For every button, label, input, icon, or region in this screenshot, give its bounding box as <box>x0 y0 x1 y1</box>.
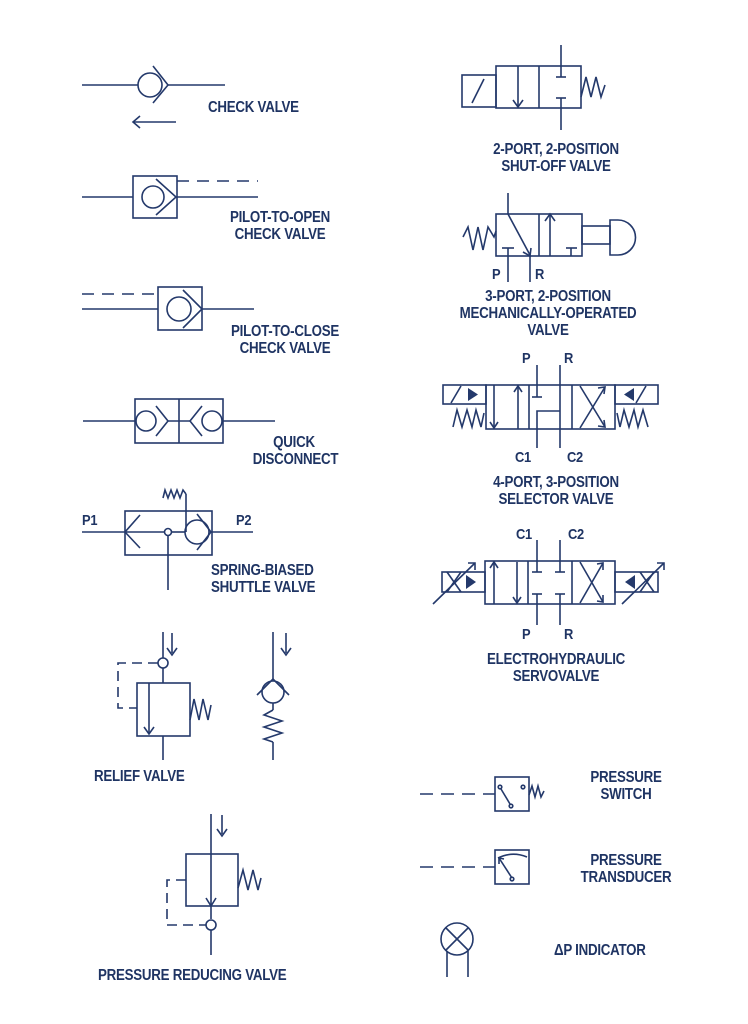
port-label-r: R <box>535 266 545 283</box>
pressure-switch-icon <box>420 776 545 812</box>
3-port-2-position-mechanically-operated-valve-icon <box>462 193 637 282</box>
electrohydraulic-servovalve-label: ELECTROHYDRAULIC SERVOVALVE <box>479 651 634 685</box>
port-label-p: P <box>492 266 501 283</box>
label-line: RELIEF VALVE <box>94 768 185 785</box>
label-line: SHUTTLE VALVE <box>211 579 316 596</box>
label-line: SWITCH <box>600 786 652 803</box>
label-line: CHECK VALVE <box>239 340 331 357</box>
label-line: PILOT-TO-CLOSE <box>231 323 339 340</box>
label-line: PRESSURE <box>590 852 662 869</box>
label-line: SPRING-BIASED <box>211 562 314 579</box>
label-line: DISCONNECT <box>252 451 339 468</box>
label-line: PILOT-TO-OPEN <box>229 209 331 226</box>
pilot-to-open-check-valve-icon <box>82 175 258 219</box>
label-line: 4-PORT, 3-POSITION <box>493 474 619 491</box>
check-valve-label: CHECK VALVE <box>208 99 299 116</box>
dp-indicator-icon <box>440 922 474 977</box>
relief-valve-alt-icon <box>256 632 292 760</box>
quick-disconnect-icon <box>83 398 275 444</box>
relief-valve-label: RELIEF VALVE <box>94 768 185 785</box>
port-label-p2: P2 <box>236 512 252 529</box>
3-port-2-position-mechanically-operated-valve-label: 3-PORT, 2-POSITION MECHANICALLY-OPERATED… <box>438 288 658 339</box>
label-line: PRESSURE <box>590 769 662 786</box>
label-line: ELECTROHYDRAULIC <box>486 651 626 668</box>
pressure-transducer-icon <box>420 849 530 885</box>
label-line: QUICK <box>273 434 315 451</box>
4-port-3-position-selector-valve-label: 4-PORT, 3-POSITION SELECTOR VALVE <box>479 474 634 508</box>
2-port-2-position-shut-off-valve-icon <box>461 45 606 130</box>
port-label-c2: C2 <box>568 526 584 543</box>
pressure-transducer-label: PRESSURE TRANSDUCER <box>574 852 677 886</box>
port-label-p1: P1 <box>82 512 98 529</box>
spring-biased-shuttle-valve-label: SPRING-BIASED SHUTTLE VALVE <box>211 562 316 596</box>
spring-biased-shuttle-valve-icon <box>82 487 253 590</box>
label-line: 3-PORT, 2-POSITION <box>485 288 611 305</box>
pilot-to-open-check-valve-label: PILOT-TO-OPEN CHECK VALVE <box>220 209 340 243</box>
pilot-to-close-check-valve-label: PILOT-TO-CLOSE CHECK VALVE <box>221 323 348 357</box>
port-label-p: P <box>522 626 531 643</box>
4-port-3-position-selector-valve-icon <box>442 365 659 448</box>
label-line: SHUT-OFF VALVE <box>501 158 611 175</box>
label-line: SERVOVALVE <box>512 668 600 685</box>
label-line: CHECK VALVE <box>208 99 299 116</box>
port-label-c1: C1 <box>516 526 532 543</box>
label-line: CHECK VALVE <box>234 226 326 243</box>
relief-valve-icon <box>117 632 212 760</box>
pressure-reducing-valve-label: PRESSURE REDUCING VALVE <box>98 967 287 984</box>
pressure-switch-label: PRESSURE SWITCH <box>583 769 669 803</box>
label-line: MECHANICALLY-OPERATED <box>459 305 637 322</box>
label-line: ΔP INDICATOR <box>554 942 646 959</box>
pressure-reducing-valve-icon <box>166 814 262 955</box>
label-line: VALVE <box>527 322 569 339</box>
electrohydraulic-servovalve-icon <box>432 540 665 625</box>
label-line: SELECTOR VALVE <box>498 491 614 508</box>
port-label-r: R <box>564 350 574 367</box>
label-line: 2-PORT, 2-POSITION <box>493 141 619 158</box>
port-label-c1: C1 <box>515 449 531 466</box>
label-line: TRANSDUCER <box>580 869 672 886</box>
port-label-r: R <box>564 626 574 643</box>
dp-indicator-label: ΔP INDICATOR <box>554 942 646 959</box>
quick-disconnect-label: QUICK DISCONNECT <box>252 434 339 468</box>
port-label-p: P <box>522 350 531 367</box>
label-line: PRESSURE REDUCING VALVE <box>98 967 287 984</box>
check-valve-icon <box>82 65 225 129</box>
pilot-to-close-check-valve-icon <box>82 286 254 331</box>
port-label-c2: C2 <box>567 449 583 466</box>
2-port-2-position-shut-off-valve-label: 2-PORT, 2-POSITION SHUT-OFF VALVE <box>479 141 634 175</box>
